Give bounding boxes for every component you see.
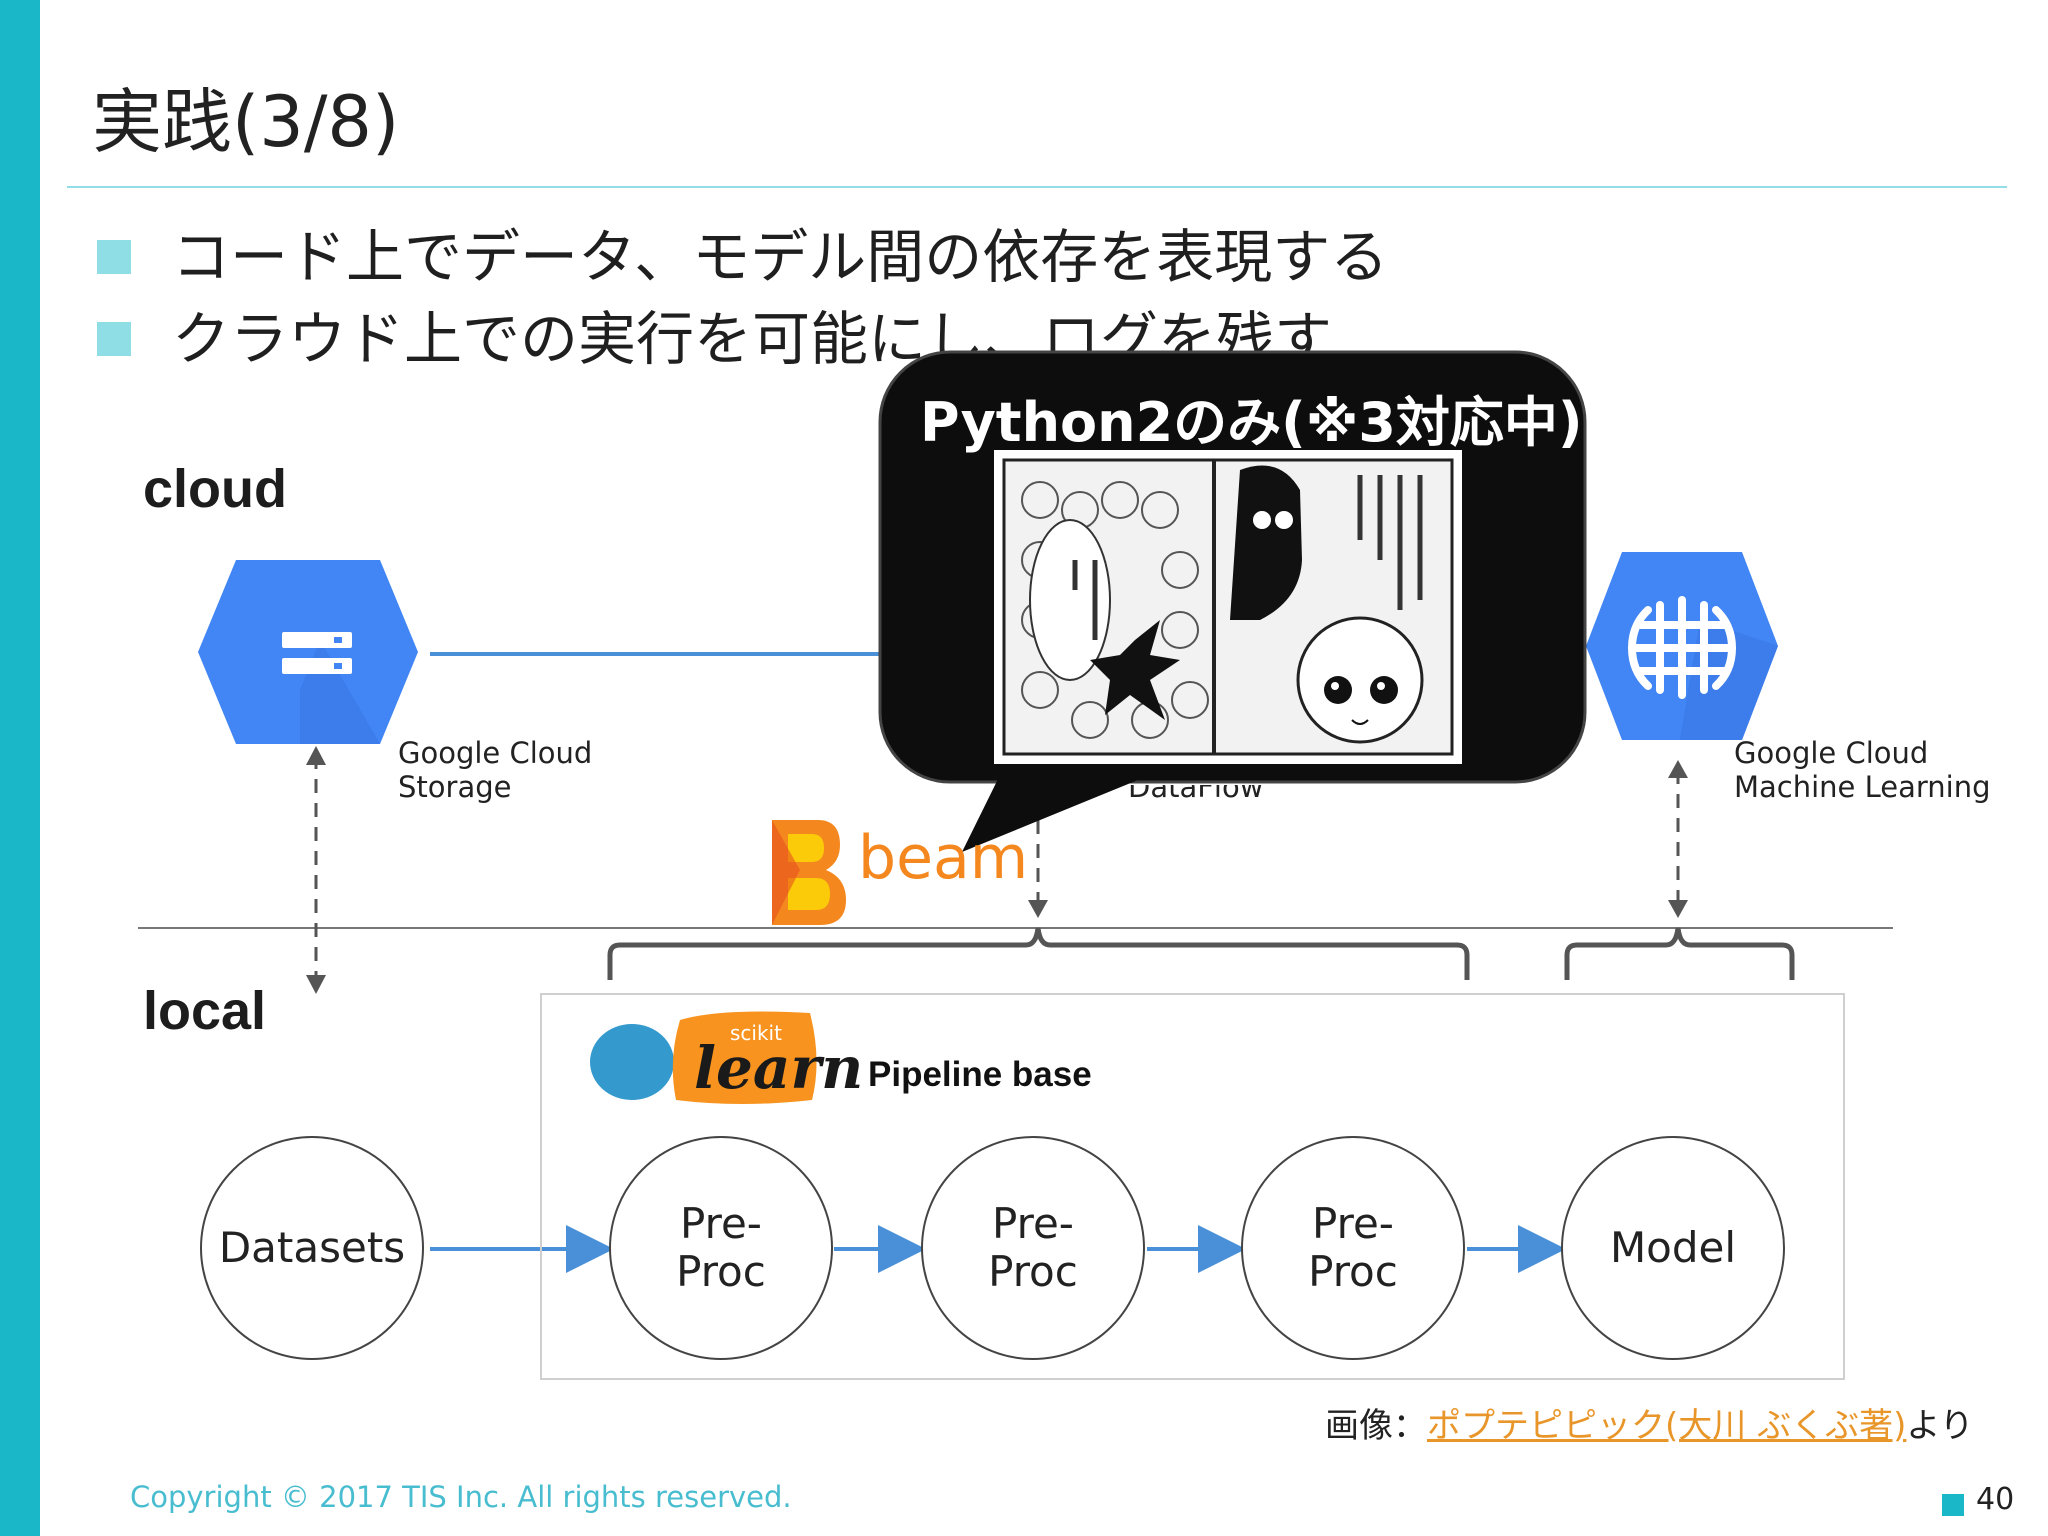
credit-prefix: 画像：: [1325, 1406, 1427, 1446]
beam-logo-text: beam: [858, 823, 1029, 893]
pipeline-base-box: [540, 993, 1845, 1380]
dataflow-label: DataFlow: [1128, 770, 1264, 804]
accent-bar: [0, 0, 40, 1536]
local-zone-label: local: [143, 981, 267, 1041]
manga-panel-illustration: [994, 450, 1462, 764]
sklearn-learn-text: learn: [694, 1034, 863, 1102]
storage-label: Google Cloud Storage: [398, 736, 593, 804]
sklearn-scikit-text: scikit: [730, 1021, 782, 1045]
page-number: 40: [1976, 1482, 2015, 1517]
ml-label: Google Cloud Machine Learning: [1734, 736, 1991, 804]
credit-suffix: より: [1906, 1406, 1974, 1446]
datasets-node: Datasets: [200, 1136, 424, 1360]
title-divider: [67, 186, 2007, 188]
google-cloud-storage-icon: [198, 560, 418, 744]
pipeline-base-label: Pipeline base: [868, 1055, 1092, 1094]
sklearn-logo: scikit learn: [590, 1011, 863, 1104]
copyright-text: Copyright © 2017 TIS Inc. All rights res…: [130, 1480, 792, 1514]
bullet-marker-1: [97, 240, 131, 274]
image-credit: 画像：ポプテピピック(大川 ぶくぶ著)より: [1325, 1398, 1974, 1447]
preproc-brace: [607, 927, 1470, 980]
model-brace: [1564, 927, 1795, 980]
callout-title: Python2のみ(※3対応中): [920, 391, 1583, 454]
bullet-marker-2: [97, 322, 131, 356]
credit-link[interactable]: ポプテピピック(大川 ぶくぶ著): [1427, 1406, 1907, 1446]
model-node: Model: [1561, 1136, 1785, 1360]
preproc-node-3: Pre- Proc: [1241, 1136, 1465, 1360]
preproc-node-2: Pre- Proc: [921, 1136, 1145, 1360]
google-cloud-ml-brain-icon: [1586, 552, 1778, 740]
bullet-text-1: コード上でデータ、モデル間の依存を表現する: [172, 223, 1389, 291]
cloud-zone-label: cloud: [143, 459, 287, 519]
page-number-marker: [1942, 1494, 1964, 1516]
beam-logo-mark: [772, 820, 846, 925]
slide-title: 実践(3/8): [92, 81, 400, 163]
preproc-node-1: Pre- Proc: [609, 1136, 833, 1360]
